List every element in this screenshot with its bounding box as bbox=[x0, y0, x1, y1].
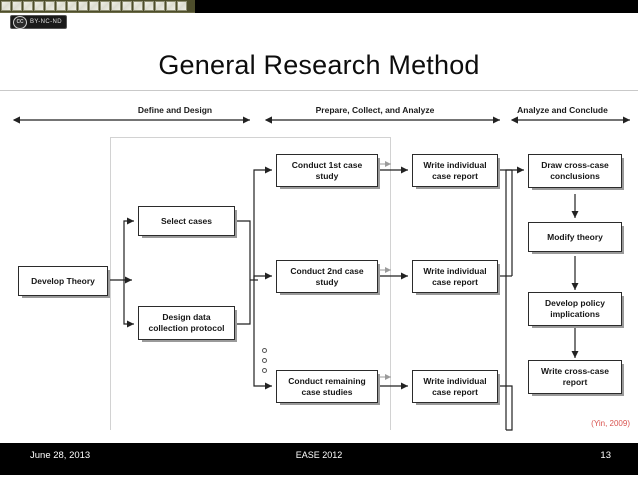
ruler-filler-bar bbox=[195, 0, 638, 13]
node-select-cases[interactable]: Select cases bbox=[138, 206, 235, 236]
ruler-tile bbox=[12, 1, 22, 11]
node-modify-theory[interactable]: Modify theory bbox=[528, 222, 622, 252]
title-divider bbox=[0, 90, 638, 91]
node-write-individual-case-report-2[interactable]: Write individual case report bbox=[412, 260, 498, 293]
ruler-tile bbox=[45, 1, 55, 11]
footer-date: June 28, 2013 bbox=[30, 450, 91, 461]
license-terms-label: BY-NC-ND bbox=[30, 19, 62, 25]
ruler-tile bbox=[78, 1, 88, 11]
ruler-tile bbox=[133, 1, 143, 11]
phase-label-define-and-design: Define and Design bbox=[137, 105, 213, 115]
research-method-diagram: Define and Design Prepare, Collect, and … bbox=[0, 96, 638, 441]
creative-commons-icon: cc bbox=[13, 15, 27, 29]
ruler-tile bbox=[177, 1, 187, 11]
continuation-dot bbox=[262, 368, 267, 373]
ruler-tile bbox=[111, 1, 121, 11]
continuation-dots bbox=[262, 348, 270, 378]
node-write-individual-case-report-3[interactable]: Write individual case report bbox=[412, 370, 498, 403]
node-develop-theory[interactable]: Develop Theory bbox=[18, 266, 108, 296]
node-conduct-2nd-case-study[interactable]: Conduct 2nd case study bbox=[276, 260, 378, 293]
continuation-dot bbox=[262, 358, 267, 363]
ruler-tile bbox=[155, 1, 165, 11]
ruler-tile bbox=[122, 1, 132, 11]
ruler-tile bbox=[166, 1, 176, 11]
node-write-individual-case-report-1[interactable]: Write individual case report bbox=[412, 154, 498, 187]
ruler-tile bbox=[144, 1, 154, 11]
source-citation: (Yin, 2009) bbox=[591, 419, 630, 428]
feedback-loop-outline bbox=[110, 137, 391, 430]
slide-footer: June 28, 2013 EASE 2012 13 bbox=[0, 443, 638, 475]
ruler-tile bbox=[67, 1, 77, 11]
phase-label-analyze-and-conclude: Analyze and Conclude bbox=[517, 105, 608, 115]
ruler-tile bbox=[100, 1, 110, 11]
ruler-tile bbox=[89, 1, 99, 11]
node-conduct-remaining-case-studies[interactable]: Conduct remaining case studies bbox=[276, 370, 378, 403]
node-draw-cross-case-conclusions[interactable]: Draw cross-case conclusions bbox=[528, 154, 622, 188]
creative-commons-license-badge[interactable]: cc BY-NC-ND bbox=[10, 15, 67, 29]
phase-label-prepare-collect-analyze: Prepare, Collect, and Analyze bbox=[315, 105, 435, 115]
footer-venue: EASE 2012 bbox=[295, 450, 343, 460]
footer-page-number: 13 bbox=[600, 450, 611, 461]
ruler-tile bbox=[56, 1, 66, 11]
ruler-tile bbox=[23, 1, 33, 11]
continuation-dot bbox=[262, 348, 267, 353]
node-write-cross-case-report[interactable]: Write cross-case report bbox=[528, 360, 622, 394]
node-design-data-collection-protocol[interactable]: Design data collection protocol bbox=[138, 306, 235, 340]
node-conduct-1st-case-study[interactable]: Conduct 1st case study bbox=[276, 154, 378, 187]
page-title: General Research Method bbox=[158, 50, 480, 80]
node-develop-policy-implications[interactable]: Develop policy implications bbox=[528, 292, 622, 326]
film-strip-ruler bbox=[0, 0, 195, 13]
ruler-tile bbox=[34, 1, 44, 11]
ruler-tile bbox=[1, 1, 11, 11]
